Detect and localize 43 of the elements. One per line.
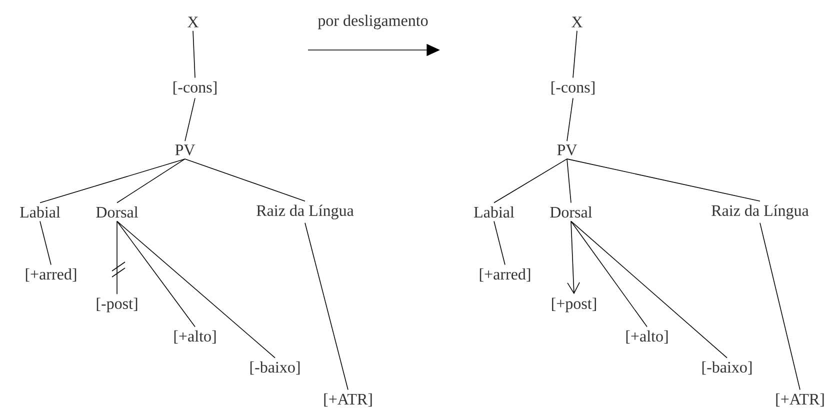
association-line — [566, 158, 760, 202]
feature-label: Raiz da Língua — [712, 204, 809, 220]
feature-label: X — [572, 16, 582, 28]
association-line — [760, 222, 800, 390]
feature-label: [-post] — [96, 298, 138, 312]
association-line — [572, 30, 578, 78]
association-line — [40, 158, 186, 204]
feature-label: [+ATR] — [324, 393, 372, 407]
association-line — [494, 158, 568, 204]
feature-label: [+alto] — [626, 330, 668, 344]
arrow-label: por desligamento — [318, 14, 428, 30]
association-line — [304, 222, 348, 390]
association-line — [184, 98, 196, 142]
feature-label: Labial — [474, 206, 514, 218]
feature-label: Labial — [20, 206, 60, 218]
feature-label: Dorsal — [96, 206, 138, 218]
association-line — [566, 158, 572, 204]
feature-label: [-baixo] — [702, 361, 752, 375]
association-line — [116, 158, 186, 204]
association-line — [116, 220, 196, 328]
feature-label: [-baixo] — [250, 361, 300, 375]
association-line — [570, 220, 728, 358]
feature-label: [-cons] — [174, 81, 216, 95]
feature-label: [+alto] — [174, 330, 216, 344]
feature-label: [+post] — [552, 298, 596, 312]
association-line — [116, 220, 118, 295]
feature-label: Raiz da Língua — [256, 204, 354, 220]
association-line — [184, 158, 306, 202]
association-line — [192, 30, 196, 78]
feature-label: PV — [557, 144, 578, 156]
association-line — [567, 220, 580, 294]
association-line — [494, 220, 506, 266]
feature-label: Dorsal — [550, 206, 592, 218]
feature-label: [-cons] — [552, 81, 594, 95]
feature-label: X — [188, 16, 198, 28]
association-line — [40, 220, 52, 266]
feature-label: [+arred] — [26, 268, 76, 282]
association-line — [570, 220, 648, 328]
feature-label: PV — [175, 144, 196, 156]
association-line — [566, 98, 574, 142]
feature-label: [+ATR] — [776, 393, 824, 407]
association-line — [116, 220, 276, 358]
feature-label: [+arred] — [480, 268, 530, 282]
